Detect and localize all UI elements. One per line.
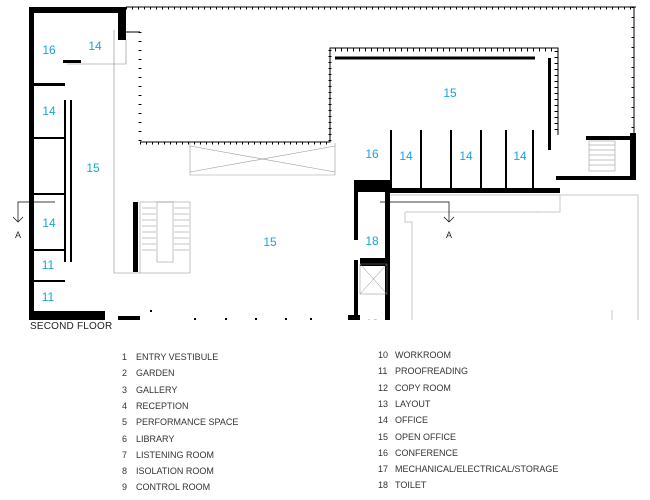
legend-label: OFFICE xyxy=(395,415,428,426)
floor-title: SECOND FLOOR xyxy=(30,321,113,332)
room-label: 18 xyxy=(365,234,379,248)
legend-label: LIBRARY xyxy=(136,433,175,444)
stair-east xyxy=(588,140,616,172)
legend-item: 7 LISTENING ROOM xyxy=(122,450,214,460)
room-label: 18 xyxy=(365,317,379,320)
room-label: 15 xyxy=(86,161,100,175)
legend-label: CONFERENCE xyxy=(395,447,459,458)
room-label: 14 xyxy=(513,149,527,163)
legend-label: LISTENING ROOM xyxy=(136,449,215,460)
legend-item: 12 COPY ROOM xyxy=(378,383,451,393)
atrium-void xyxy=(189,143,336,176)
legend-number: 12 xyxy=(378,382,389,393)
legend-label: RECEPTION xyxy=(136,400,189,411)
room-label: 16 xyxy=(42,43,56,57)
legend-item: 4 RECEPTION xyxy=(122,401,189,411)
roof-outline xyxy=(126,6,636,145)
legend-number: 13 xyxy=(378,398,389,409)
section-label-east: A xyxy=(446,230,452,240)
legend-label: OPEN OFFICE xyxy=(395,431,457,442)
legend-item: 2 GARDEN xyxy=(122,368,175,378)
room-label: 16 xyxy=(365,147,379,161)
legend-item: 11 PROOFREADING xyxy=(378,366,468,376)
legend-item: 14 OFFICE xyxy=(378,415,428,425)
legend-number: 18 xyxy=(378,480,389,491)
legend-label: PERFORMANCE SPACE xyxy=(136,417,239,428)
legend-number: 2 xyxy=(122,368,128,379)
legend-number: 5 xyxy=(122,417,128,428)
room-label: 15 xyxy=(443,86,457,100)
legend-label: GARDEN xyxy=(136,368,175,379)
legend-item: 16 CONFERENCE xyxy=(378,448,458,458)
legend-item: 1 ENTRY VESTIBULE xyxy=(122,352,218,362)
room-label: 14 xyxy=(399,149,413,163)
legend-item: 10 WORKROOM xyxy=(378,350,451,360)
legend-item: 18 TOILET xyxy=(378,480,426,490)
legend-item: 5 PERFORMANCE SPACE xyxy=(122,417,238,427)
legend-number: 10 xyxy=(378,350,389,360)
legend-number: 14 xyxy=(378,415,389,426)
legend-item: 6 LIBRARY xyxy=(122,434,174,444)
legend-number: 16 xyxy=(378,447,389,458)
room-label: 11 xyxy=(42,258,55,272)
legend-label: LAYOUT xyxy=(395,398,431,409)
elevator xyxy=(359,263,388,295)
legend-number: 11 xyxy=(378,366,388,377)
stair-main xyxy=(139,201,191,274)
room-label: 14 xyxy=(42,104,56,118)
legend-number: 7 xyxy=(122,449,128,460)
legend-item: 9 CONTROL ROOM xyxy=(122,482,210,492)
room-label: 14 xyxy=(459,149,473,163)
legend-number: 15 xyxy=(378,431,389,442)
legend-label: GALLERY xyxy=(136,384,178,395)
legend-number: 6 xyxy=(122,433,128,444)
room-label: 14 xyxy=(42,216,56,230)
legend-label: WORKROOM xyxy=(395,350,451,360)
legend-item: 17 MECHANICAL/ELECTRICAL/STORAGE xyxy=(378,464,558,474)
legend-label: COPY ROOM xyxy=(395,382,451,393)
room-labels: 16 14 14 15 14 11 11 12 16 14 14 13 18 1… xyxy=(42,39,527,320)
legend-item: 15 OPEN OFFICE xyxy=(378,432,456,442)
floor-plan: A A 16 14 14 15 14 11 11 12 16 14 14 13 … xyxy=(12,6,639,320)
corridor-lines xyxy=(67,30,140,274)
section-label-west: A xyxy=(15,230,21,240)
room-label: 11 xyxy=(42,290,55,304)
room-label: 14 xyxy=(88,39,102,53)
legend-label: ENTRY VESTIBULE xyxy=(136,352,219,362)
walls xyxy=(29,7,636,320)
legend-number: 9 xyxy=(122,482,128,493)
legend-number: 17 xyxy=(378,464,389,475)
legend-label: ISOLATION ROOM xyxy=(136,466,214,477)
legend-label: CONTROL ROOM xyxy=(136,482,211,493)
legend-label: MECHANICAL/ELECTRICAL/STORAGE xyxy=(395,464,559,475)
legend-label: PROOFREADING xyxy=(395,366,469,377)
legend-number: 1 xyxy=(122,352,128,362)
section-marker-east xyxy=(380,201,455,223)
room-label: 15 xyxy=(263,235,277,249)
legend-item: 3 GALLERY xyxy=(122,385,177,395)
legend-number: 3 xyxy=(122,384,128,395)
legend-item: 13 LAYOUT xyxy=(378,399,430,409)
legend-number: 8 xyxy=(122,466,128,477)
legend-item: 8 ISOLATION ROOM xyxy=(122,466,214,476)
neighbor-building-outline xyxy=(390,194,639,320)
legend-label: TOILET xyxy=(395,480,427,491)
section-marker-west xyxy=(12,201,55,223)
legend-number: 4 xyxy=(122,400,128,411)
